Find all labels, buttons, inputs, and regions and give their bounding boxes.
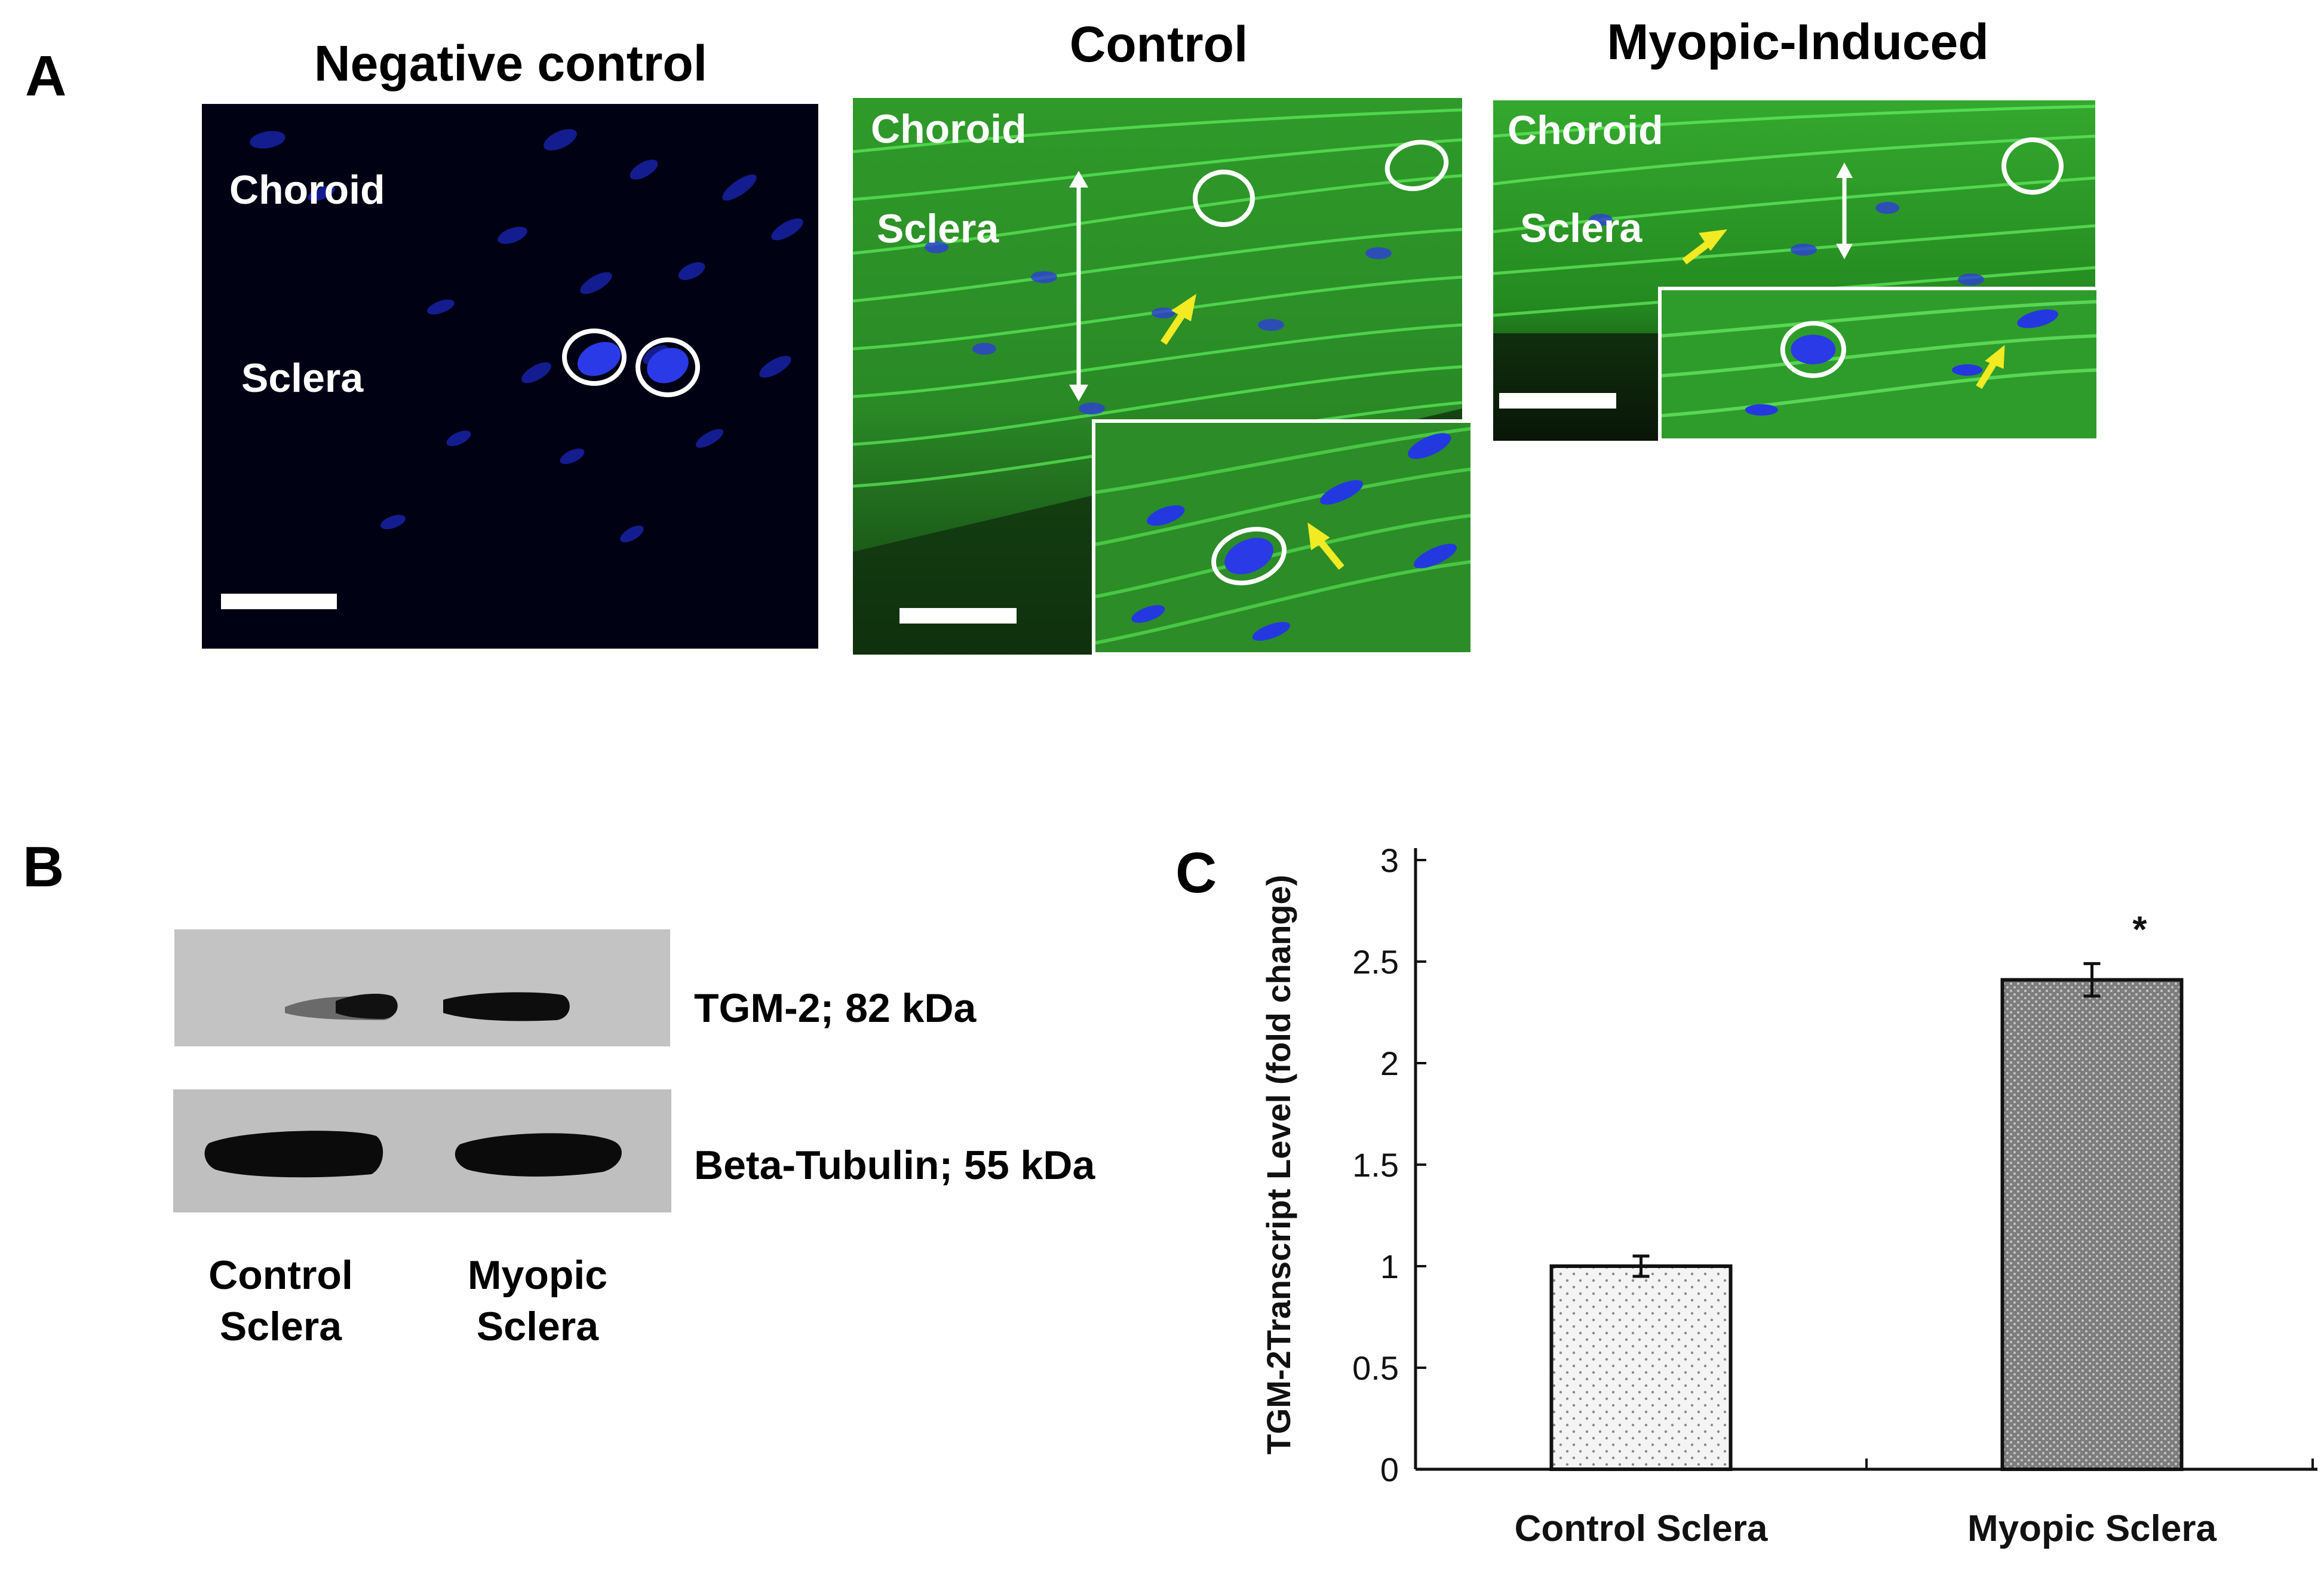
choroid-label: Choroid bbox=[871, 106, 1027, 152]
y-tick-label: 1.5 bbox=[1352, 1146, 1399, 1184]
y-tick-label: 1 bbox=[1380, 1248, 1399, 1285]
myopic-inset bbox=[1658, 287, 2100, 442]
tgm2-bands bbox=[174, 929, 670, 1046]
myopic-induced-title: Myopic-Induced bbox=[1607, 14, 1989, 70]
negative-control-image bbox=[250, 129, 803, 542]
y-tick-label: 0 bbox=[1380, 1451, 1399, 1488]
tubulin-blot bbox=[173, 1089, 671, 1212]
scale-bar bbox=[1499, 393, 1616, 409]
negative-control-micrograph: Choroid Sclera bbox=[202, 104, 818, 649]
bar bbox=[1549, 1264, 1733, 1471]
tgm2-band-label: TGM-2; 82 kDa bbox=[694, 985, 977, 1031]
y-axis-label: TGM-2Transcript Level (fold change) bbox=[1260, 875, 1297, 1455]
negative-control-title: Negative control bbox=[314, 35, 708, 91]
scale-bar bbox=[899, 608, 1017, 624]
scale-bar bbox=[221, 594, 337, 609]
panel-b-letter: B bbox=[23, 835, 65, 899]
y-tick-label: 2.5 bbox=[1352, 943, 1399, 981]
y-tick-label: 0.5 bbox=[1352, 1349, 1399, 1387]
tubulin-band-label: Beta-Tubulin; 55 kDa bbox=[694, 1143, 1095, 1188]
y-tick-label: 2 bbox=[1380, 1045, 1399, 1082]
control-inset-image bbox=[1095, 423, 1470, 652]
sclera-label: Sclera bbox=[877, 206, 999, 251]
lane-label-myopic-line2: Sclera bbox=[476, 1304, 599, 1350]
lane-label-control-line1: Control bbox=[208, 1252, 353, 1298]
bar bbox=[2000, 978, 2184, 1472]
myopic-inset-image bbox=[1662, 290, 2096, 438]
lane-label-myopic-line1: Myopic bbox=[467, 1252, 608, 1298]
category-label: Myopic Sclera bbox=[1967, 1508, 2216, 1549]
choroid-label: Choroid bbox=[1508, 108, 1663, 153]
panel-a-letter: A bbox=[25, 44, 67, 108]
tubulin-bands bbox=[173, 1089, 671, 1212]
lane-label-control-line2: Sclera bbox=[219, 1304, 342, 1350]
category-label: Control Sclera bbox=[1515, 1508, 1768, 1549]
sclera-label: Sclera bbox=[241, 355, 364, 401]
sclera-label: Sclera bbox=[1520, 205, 1643, 251]
tgm2-blot bbox=[174, 929, 670, 1046]
lane-label-control: Control Sclera bbox=[191, 1249, 370, 1353]
control-inset bbox=[1092, 419, 1474, 656]
choroid-label: Choroid bbox=[229, 167, 385, 213]
lane-label-myopic: Myopic Sclera bbox=[448, 1249, 627, 1353]
significance-asterisk: * bbox=[2132, 909, 2147, 950]
y-tick-label: 3 bbox=[1380, 842, 1399, 879]
control-title: Control bbox=[1069, 16, 1248, 72]
panel-c-letter: C bbox=[1175, 841, 1217, 905]
